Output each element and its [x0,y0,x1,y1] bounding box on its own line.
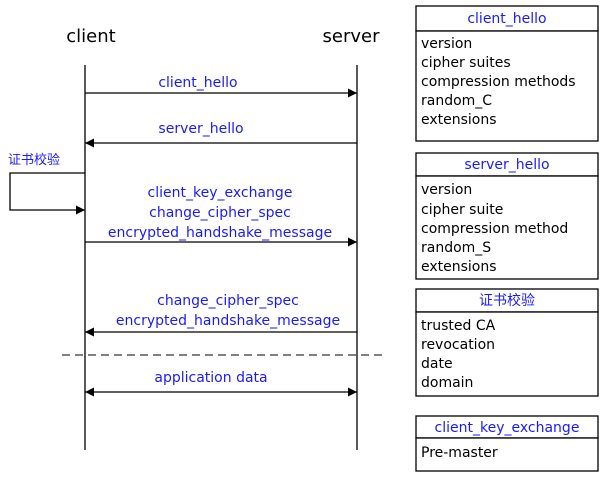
message-label: encrypted_handshake_message [108,225,332,241]
box-field: trusted CA [421,318,496,334]
message-label: server_hello [158,121,243,137]
message-application-data: application data [85,370,357,397]
message-label: change_cipher_spec [157,293,299,309]
box-field: version [421,182,472,198]
box-field: extensions [421,259,497,275]
box-field: cipher suite [421,202,503,218]
self-check-label: 证书校验 [8,152,60,168]
message-server-hello: server_hello [85,121,357,148]
box-field: date [421,356,453,372]
box-title: client_key_exchange [435,420,580,436]
box-field: Pre-master [421,445,498,461]
message-key-exchange: client_key_exchange change_cipher_spec e… [85,185,357,247]
box-field: cipher suites [421,55,511,71]
box-field: extensions [421,112,497,128]
box-body [415,437,599,472]
message-client-hello: client_hello [85,75,357,98]
message-label: client_key_exchange [148,185,293,201]
box-body [415,30,599,142]
box-client-key-exchange: client_key_exchange Pre-master [415,415,599,472]
client-label: client [66,26,115,47]
message-change-cipher: change_cipher_spec encrypted_handshake_m… [85,293,357,337]
box-field: domain [421,375,473,391]
self-check-loop: 证书校验 [8,152,85,215]
box-field: version [421,36,472,52]
box-server-hello: server_hello version cipher suite compre… [415,152,599,280]
box-title: server_hello [464,157,549,173]
box-field: revocation [421,337,495,353]
box-title: 证书校验 [479,292,535,309]
box-title: client_hello [467,11,546,27]
server-label: server [323,26,381,47]
box-body [415,311,599,397]
message-label: encrypted_handshake_message [116,313,340,329]
message-label: change_cipher_spec [149,205,291,221]
message-label: application data [154,370,267,386]
box-field: random_C [421,93,492,109]
box-client-hello: client_hello version cipher suites compr… [415,5,599,142]
box-field: compression methods [421,74,576,90]
message-label: client_hello [158,75,237,91]
box-field: compression method [421,221,568,237]
box-header [415,5,599,32]
box-field: random_S [421,240,491,256]
box-cert-check: 证书校验 trusted CA revocation date domain [415,288,599,397]
box-body [415,175,599,280]
self-check-arrow [9,172,85,215]
